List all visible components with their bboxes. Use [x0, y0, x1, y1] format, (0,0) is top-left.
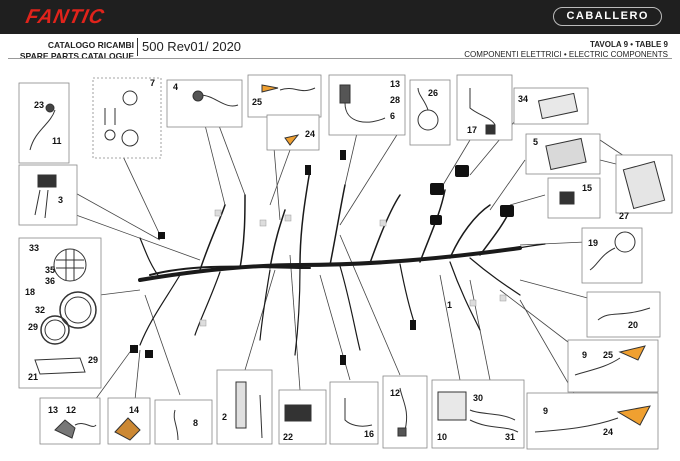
top-bar: FANTIC CABALLERO [0, 0, 680, 34]
edition-label: 500 Rev01/ 2020 [142, 39, 242, 54]
section-title: COMPONENTI ELETTRICI • ELECTRIC COMPONEN… [464, 50, 668, 59]
header-rule [8, 58, 672, 59]
table-title: TAVOLA 9 • TABLE 9 COMPONENTI ELETTRICI … [464, 40, 668, 60]
model-badge: CABALLERO [553, 7, 662, 26]
header-divider [137, 38, 138, 56]
catalog-title-en: SPARE PARTS CATALOGUE [19, 51, 134, 61]
table-number: TAVOLA 9 • TABLE 9 [589, 40, 668, 49]
catalog-title: CATALOGO RICAMBI SPARE PARTS CATALOGUE [10, 40, 134, 62]
catalog-title-it: CATALOGO RICAMBI [47, 40, 134, 50]
